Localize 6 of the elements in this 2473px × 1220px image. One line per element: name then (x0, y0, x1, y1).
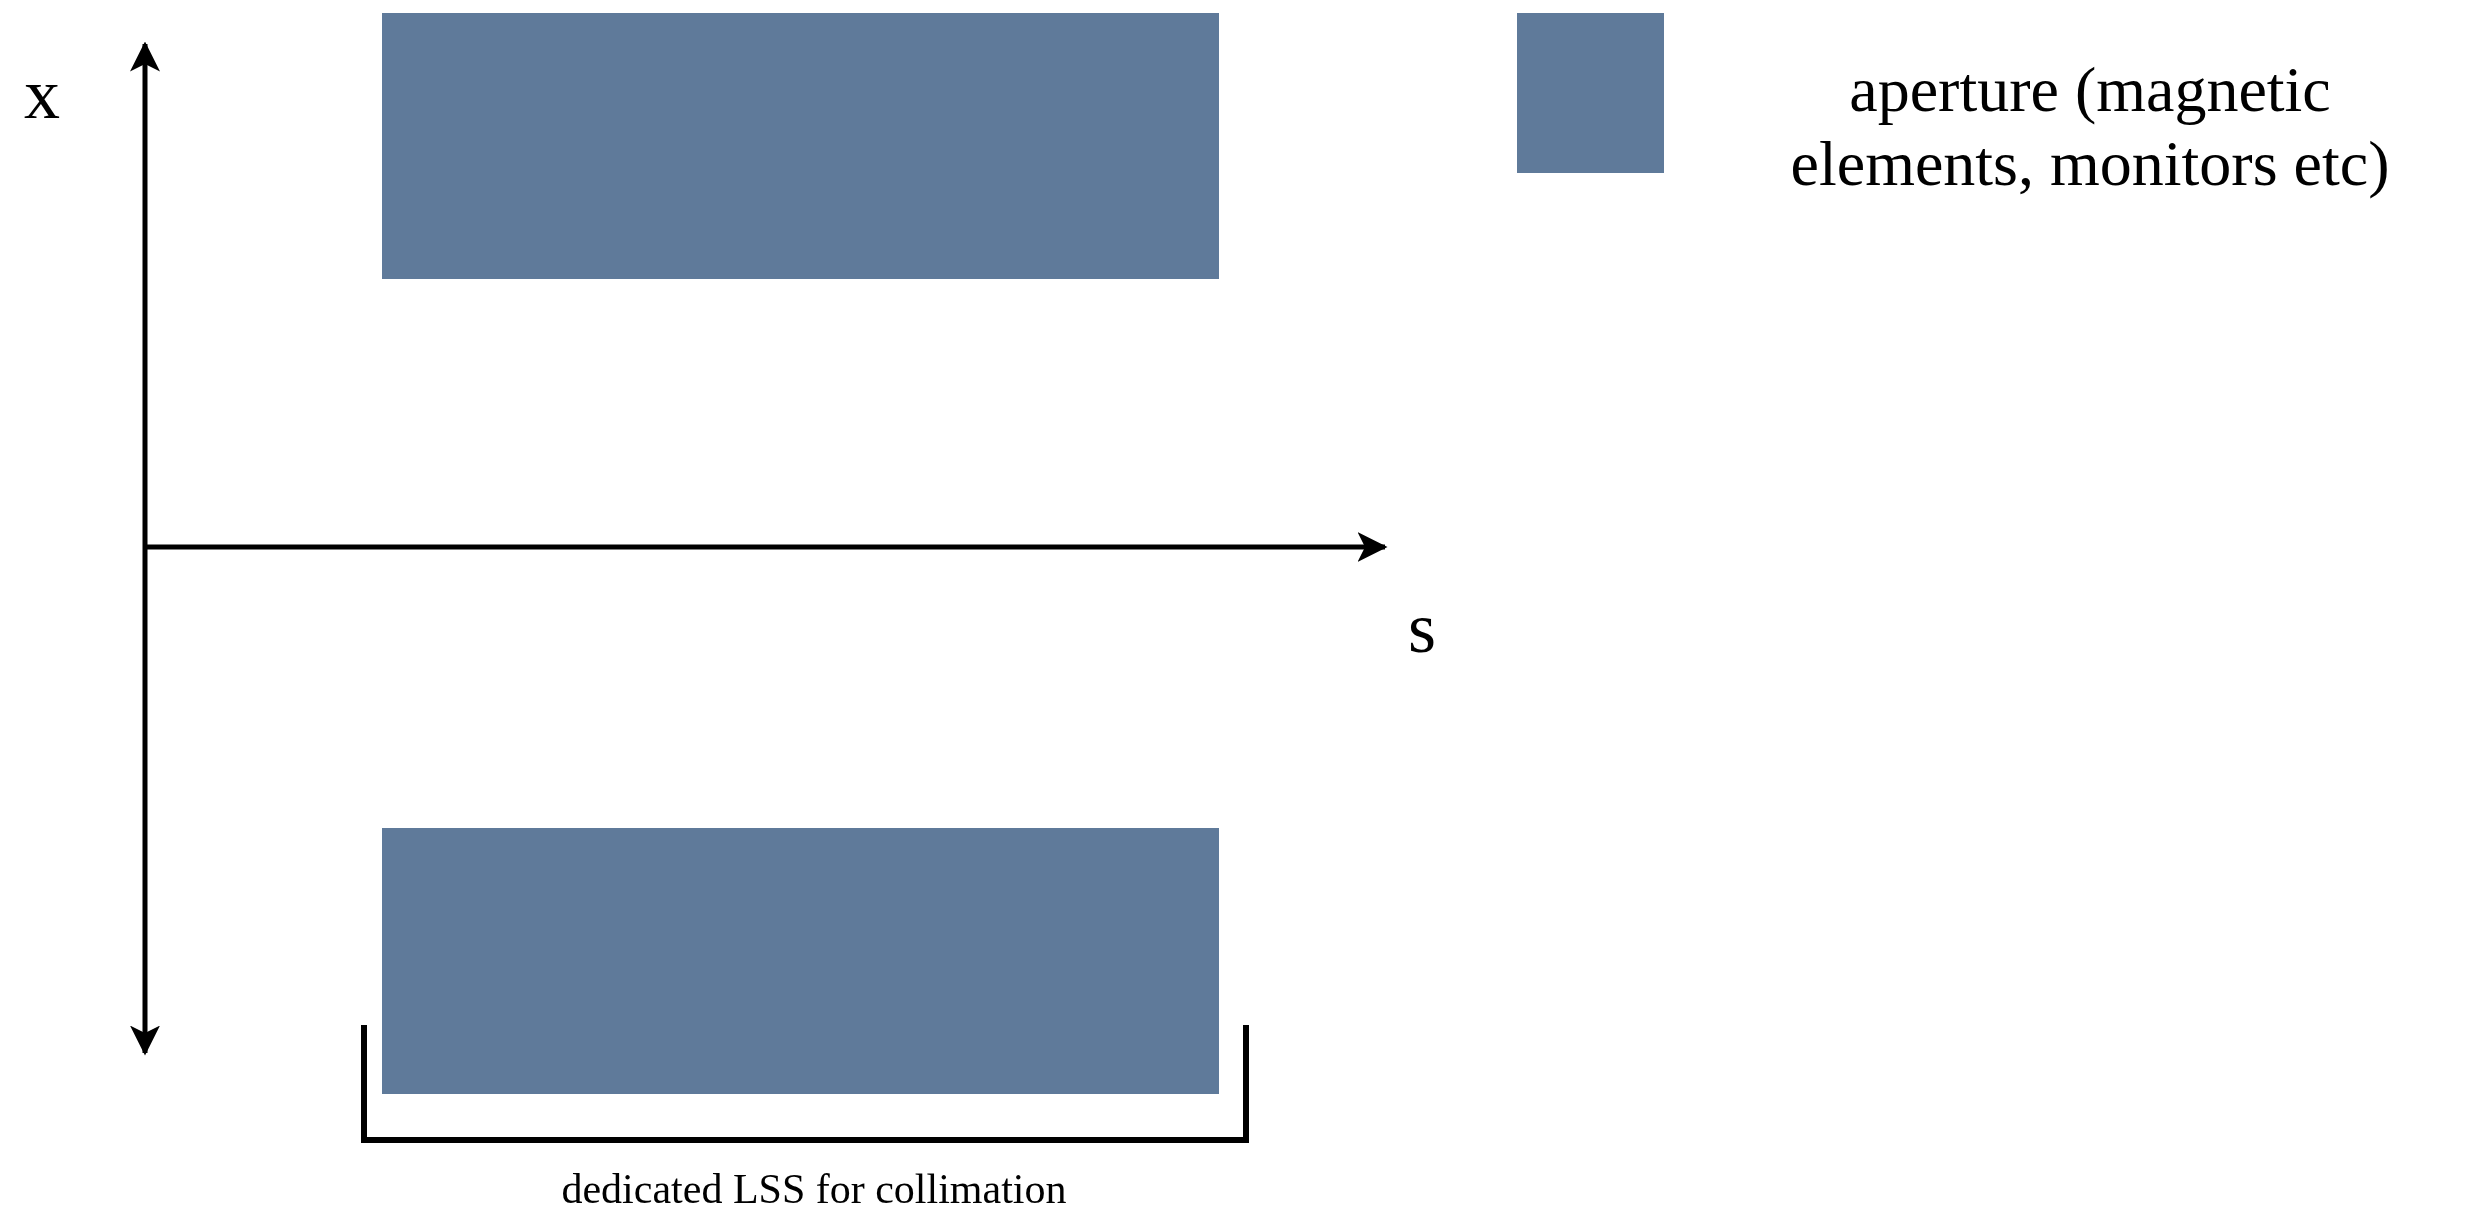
axis-label: s (1408, 592, 1437, 664)
axis-label: x (24, 58, 60, 130)
legend-label: aperture (magnetic elements, monitors etc) (1789, 53, 2391, 201)
bracket-label: dedicated LSS for collimation (561, 1168, 1067, 1210)
aperture-block (382, 13, 1219, 279)
aperture-block (382, 828, 1219, 1094)
